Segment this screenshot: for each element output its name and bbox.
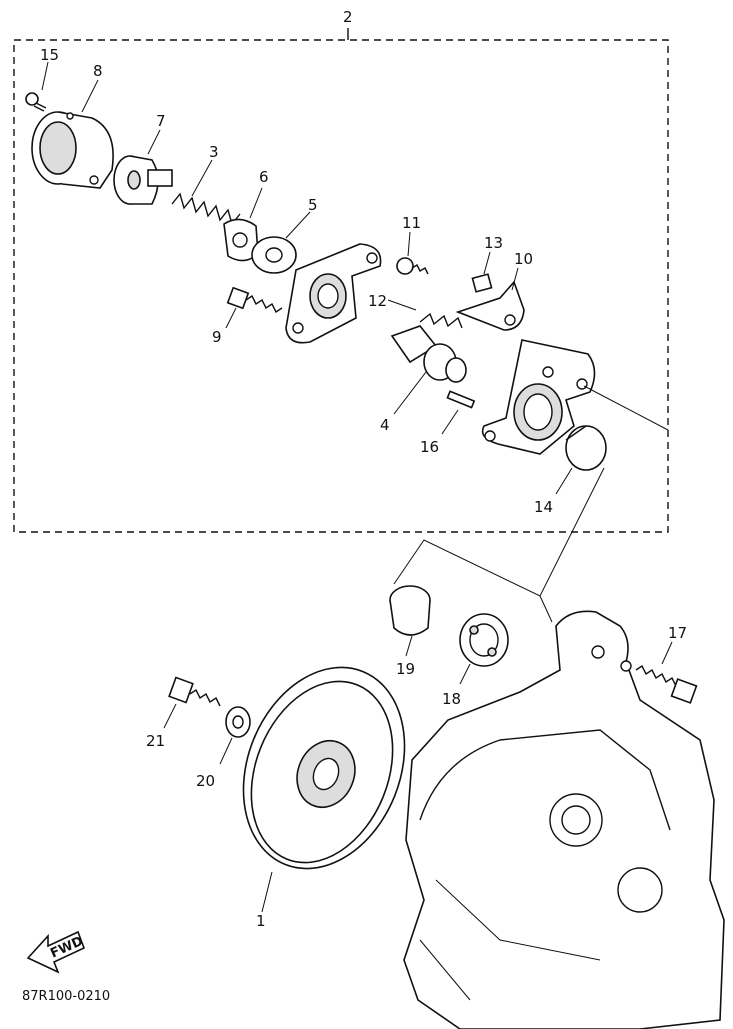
callout-8: 8 [93, 62, 103, 80]
callout-9: 9 [212, 328, 222, 346]
part-11-bolt [396, 231, 429, 275]
part-8-cover [31, 79, 114, 189]
part-12-spring [387, 299, 463, 329]
part-5-washer [251, 211, 311, 274]
callout-7: 7 [156, 112, 166, 130]
callout-20: 20 [196, 772, 215, 790]
assembly-group-boundary [13, 28, 669, 533]
callout-10: 10 [514, 250, 533, 268]
part-bracket-housing [285, 243, 382, 344]
callout-17: 17 [668, 624, 687, 642]
part-3-spring [171, 159, 241, 226]
callout-18: 18 [442, 690, 461, 708]
callout-11: 11 [402, 214, 421, 232]
callout-5: 5 [308, 196, 318, 214]
part-4-shaft [390, 325, 467, 415]
callout-3: 3 [209, 143, 219, 161]
callout-16: 16 [420, 438, 439, 456]
callout-21: 21 [146, 732, 165, 750]
part-gear-case-housing [481, 339, 596, 455]
part-17-bolt [635, 641, 698, 704]
engine-case [403, 610, 725, 1029]
part-10-lever [455, 267, 525, 331]
part-20-washer [219, 706, 251, 765]
callout-2: 2 [343, 8, 353, 26]
alignment-leaders [393, 385, 669, 623]
part-14-plug [555, 425, 607, 495]
part-1-cover-disc [242, 666, 406, 913]
part-21-bolt [163, 676, 221, 729]
part-9-bolt [225, 286, 283, 329]
callout-14: 14 [534, 498, 553, 516]
part-18-bearing [459, 613, 509, 685]
callout-1: 1 [256, 912, 266, 930]
callout-13: 13 [484, 234, 503, 252]
part-13-nut [471, 251, 493, 293]
part-15-screw [25, 61, 49, 112]
fwd-arrow-icon [26, 930, 86, 974]
callout-15: 15 [40, 46, 59, 64]
part-19-seal [389, 585, 431, 657]
callout-12: 12 [368, 292, 387, 310]
part-16-pin [441, 390, 476, 435]
callout-19: 19 [396, 660, 415, 678]
drawing-reference: 87R100-0210 [22, 989, 110, 1004]
part-7-shaft [113, 129, 173, 205]
callout-4: 4 [380, 416, 390, 434]
callout-6: 6 [259, 168, 269, 186]
